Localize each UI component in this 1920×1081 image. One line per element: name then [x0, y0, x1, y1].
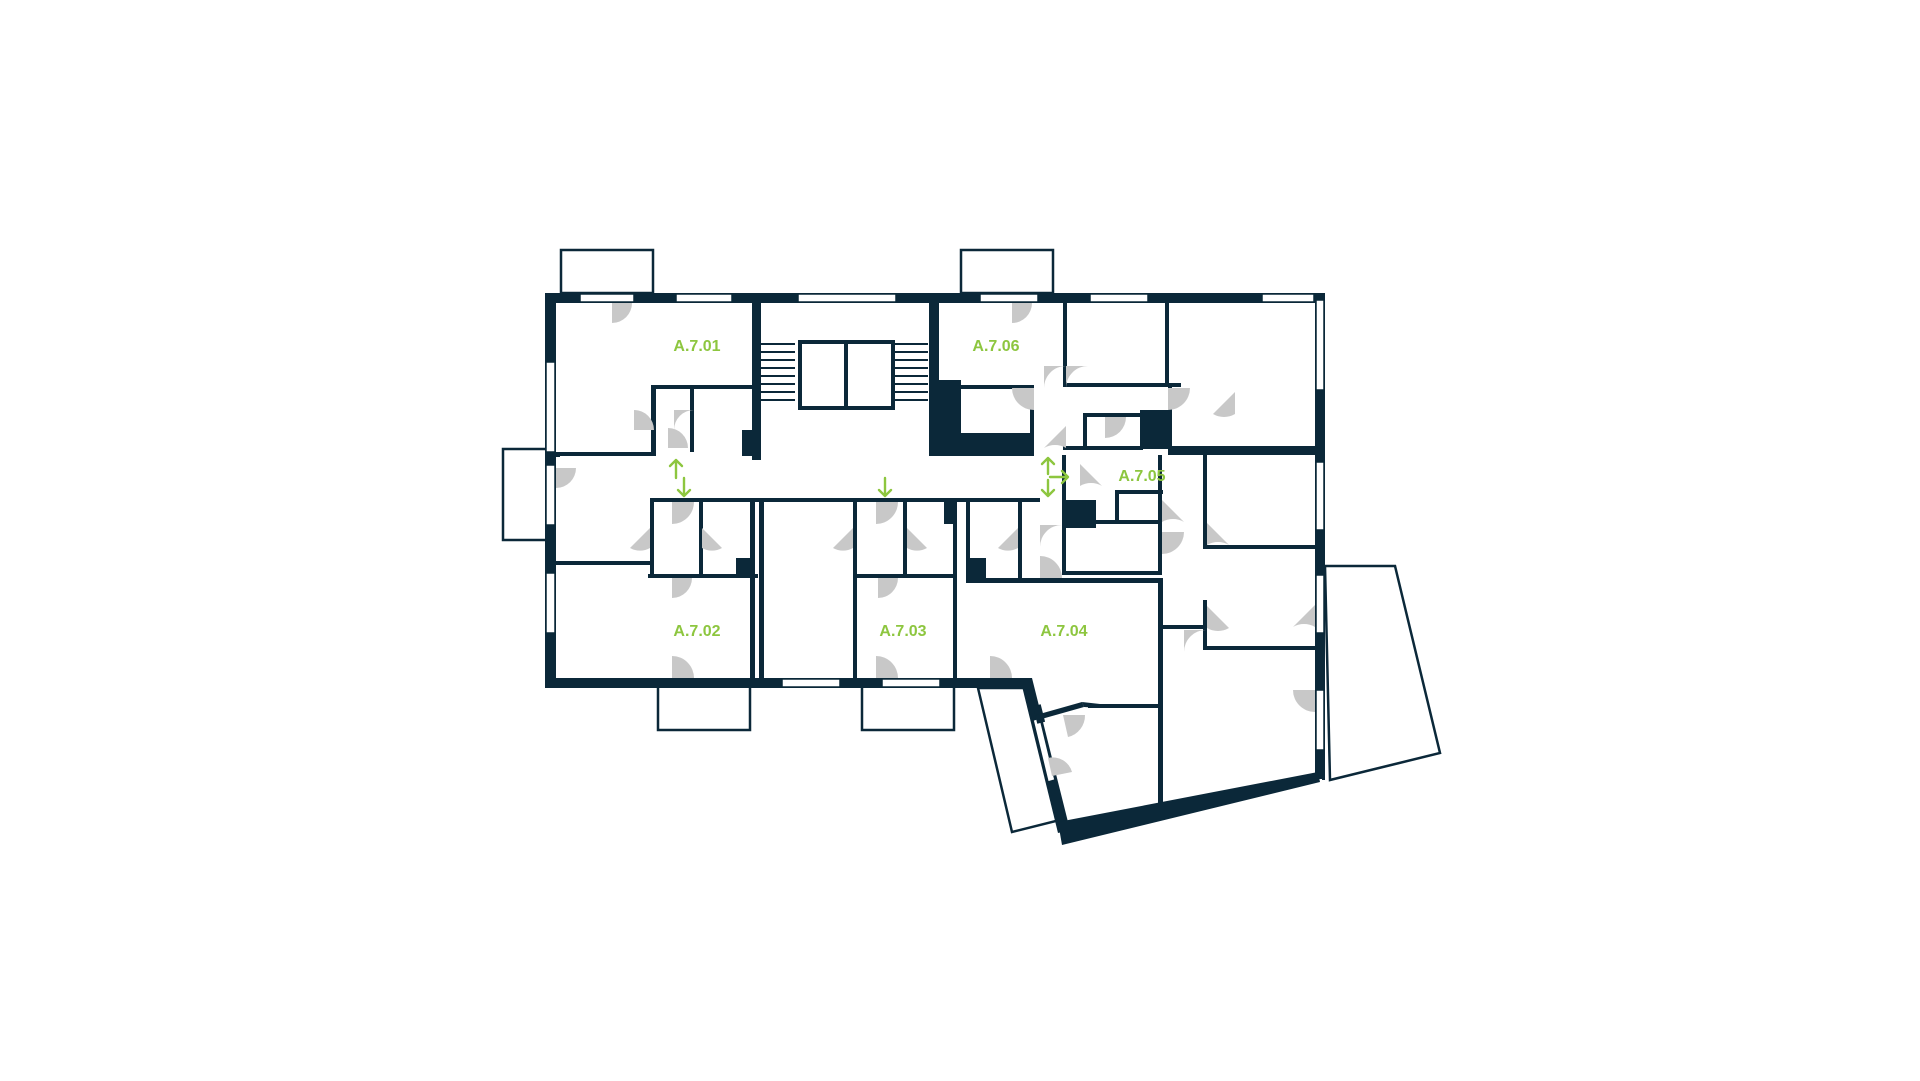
entrance-arrow-icon	[1040, 456, 1070, 498]
door-swing-icon	[1207, 606, 1229, 631]
door-swing-icon	[907, 528, 927, 551]
window	[579, 293, 635, 303]
door-swing-icon	[672, 578, 692, 598]
door-swing-icon	[1044, 426, 1066, 448]
door-swing-icon	[990, 656, 1012, 678]
door-swing-icon	[1012, 388, 1034, 410]
doors	[556, 303, 1315, 776]
door-swing-icon	[702, 528, 722, 551]
unit-labels: A.7.01 A.7.02 A.7.03 A.7.04 A.7.05 A.7.0…	[673, 338, 1165, 640]
door-swing-icon	[674, 410, 694, 430]
door-swing-icon	[1012, 303, 1032, 323]
door-swing-icon	[672, 502, 694, 524]
unit-label-a706[interactable]: A.7.06	[972, 338, 1019, 355]
window	[545, 572, 556, 634]
door-swing-icon	[1293, 605, 1315, 627]
balcony-a706	[959, 248, 1055, 295]
window	[797, 293, 897, 303]
window	[1315, 689, 1325, 751]
door-swing-icon	[1044, 366, 1066, 388]
door-swing-icon	[1207, 523, 1229, 545]
unit-label-a703[interactable]: A.7.03	[879, 623, 926, 640]
door-swing-icon	[876, 656, 898, 678]
door-swing-icon	[878, 578, 898, 598]
window	[979, 293, 1039, 303]
window	[545, 361, 556, 453]
door-swing-icon	[1040, 525, 1062, 547]
door-swing-icon	[1184, 630, 1206, 652]
entrance-arrow-icon	[877, 476, 893, 498]
door-swing-icon	[634, 410, 654, 430]
unit-label-a702[interactable]: A.7.02	[673, 623, 720, 640]
door-swing-icon	[1162, 500, 1184, 522]
window	[881, 678, 941, 688]
window	[675, 293, 733, 303]
door-swing-icon	[1168, 388, 1190, 410]
door-swing-icon	[1066, 366, 1088, 388]
window	[1315, 299, 1325, 391]
door-swing-icon	[612, 303, 632, 323]
door-swing-icon	[1080, 464, 1102, 486]
balcony-a703	[860, 683, 956, 732]
door-swing-icon	[1105, 417, 1126, 438]
balcony-a701	[559, 248, 655, 295]
window	[1089, 293, 1149, 303]
balcony-east	[1323, 564, 1442, 782]
balcony-a702	[656, 683, 752, 732]
door-swing-icon	[668, 428, 688, 448]
balcony-west	[501, 447, 549, 542]
unit-label-a701[interactable]: A.7.01	[673, 338, 720, 355]
window	[1315, 461, 1325, 531]
door-swing-icon	[998, 528, 1018, 551]
door-swing-icon	[630, 528, 650, 551]
window	[545, 464, 556, 526]
entrance-arrows	[668, 456, 1070, 498]
windows	[545, 293, 1325, 783]
door-swing-icon	[1040, 556, 1062, 578]
stairs	[760, 343, 928, 401]
entrance-arrow-icon	[668, 458, 692, 498]
unit-label-a704[interactable]: A.7.04	[1040, 623, 1087, 640]
door-swing-icon	[833, 528, 853, 551]
door-swing-icon	[1048, 757, 1072, 776]
door-swing-icon	[672, 656, 694, 678]
door-swing-icon	[1063, 715, 1086, 737]
door-swing-icon	[1162, 532, 1184, 554]
window	[781, 678, 841, 688]
window	[1315, 574, 1325, 634]
interior-walls	[556, 303, 1315, 811]
door-swing-icon	[556, 468, 576, 488]
door-swing-icon	[1213, 392, 1235, 417]
unit-label-a705[interactable]: A.7.05	[1118, 468, 1165, 485]
door-swing-icon	[876, 502, 898, 524]
door-swing-icon	[1293, 690, 1315, 712]
window	[1261, 293, 1315, 303]
